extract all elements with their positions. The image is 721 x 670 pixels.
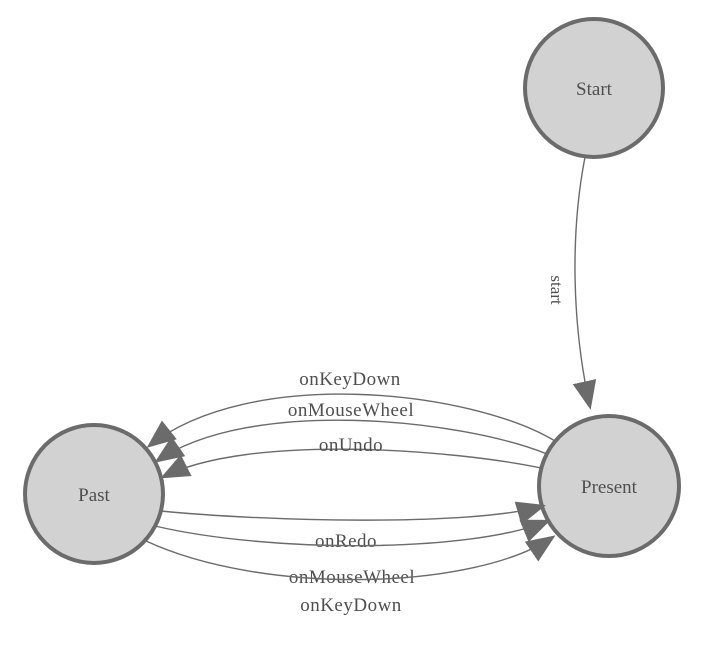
edge-past-to-present-onmousewheel: onMouseWheel	[154, 519, 551, 588]
node-start-label: Start	[576, 79, 613, 100]
edge-past-to-present-onredo: onRedo	[160, 501, 546, 552]
edge-label-start: start	[547, 275, 566, 305]
edge-onmousewheel-top-path	[154, 419, 548, 463]
edge-onkeydown-bottom-path	[145, 535, 556, 581]
node-start: Start	[523, 17, 665, 159]
node-present-label: Present	[581, 477, 638, 498]
node-present-circle	[537, 414, 681, 558]
edge-label-onmousewheel-top: onMouseWheel	[288, 400, 414, 421]
edge-label-onkeydown-top: onKeyDown	[299, 369, 401, 390]
edge-present-to-past-onkeydown: onKeyDown	[146, 369, 556, 448]
node-start-circle	[523, 17, 665, 159]
node-past-label: Past	[78, 485, 110, 506]
edge-label-onmousewheel-bottom: onMouseWheel	[289, 567, 415, 588]
edge-onundo-path	[160, 448, 542, 479]
edge-onredo-path	[160, 501, 546, 525]
edge-start-path	[572, 156, 597, 410]
edge-past-to-present-onkeydown: onKeyDown	[145, 535, 556, 616]
edge-onkeydown-top-path	[146, 393, 556, 448]
edge-start-to-present: start	[547, 156, 597, 410]
edge-onmousewheel-bottom-path	[154, 519, 551, 547]
edge-label-onundo: onUndo	[319, 435, 383, 456]
edge-label-onredo: onRedo	[315, 531, 377, 552]
node-present: Present	[537, 414, 681, 558]
edge-present-to-past-onmousewheel: onMouseWheel	[154, 400, 548, 463]
node-past: Past	[23, 423, 165, 565]
node-past-circle	[23, 423, 165, 565]
edge-present-to-past-onundo: onUndo	[160, 435, 542, 479]
edge-label-onkeydown-bottom: onKeyDown	[300, 595, 402, 616]
